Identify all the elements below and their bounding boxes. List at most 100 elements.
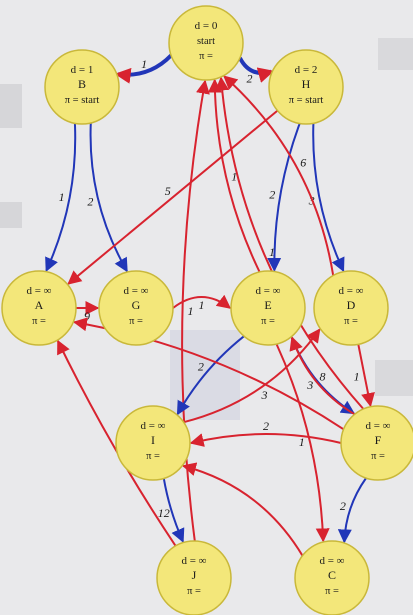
- node-circle: [168, 5, 244, 81]
- node-d-text: d = ∞: [338, 285, 363, 297]
- node-pi-text: π =: [199, 51, 213, 62]
- node-label-text: start: [197, 36, 215, 47]
- edge-weight-F-S: 1: [269, 245, 275, 259]
- node-G[interactable]: d = ∞Gπ =: [98, 270, 174, 346]
- node-J[interactable]: d = ∞Jπ =: [156, 540, 232, 615]
- node-pi-text: π =: [187, 586, 201, 597]
- node-pi-text: π =: [129, 316, 143, 327]
- node-circle: [156, 540, 232, 615]
- edge-J-A: [57, 339, 177, 547]
- edge-H-D: [312, 123, 345, 273]
- background-square: [0, 84, 22, 128]
- node-d-text: d = ∞: [365, 420, 390, 432]
- edge-weight-S-H: 2: [247, 72, 253, 86]
- node-label-text: J: [192, 568, 197, 582]
- edge-H-E: [267, 123, 301, 272]
- node-pi-text: π = start: [65, 95, 100, 106]
- edge-weight-E-S: 1: [231, 170, 237, 184]
- edge-weight-F-E: 8: [320, 370, 326, 384]
- edge-J-S: [181, 79, 210, 542]
- node-circle: [98, 270, 174, 346]
- edge-E-S: [207, 78, 261, 273]
- edge-weight-F-I: 2: [263, 419, 269, 433]
- node-circle: [44, 49, 120, 125]
- node-circle: [294, 540, 370, 615]
- node-circle: [268, 49, 344, 125]
- node-label-text: I: [151, 433, 155, 447]
- edge-weight-B-A: 1: [59, 190, 65, 204]
- edge-weight-E-F: 3: [306, 378, 313, 392]
- node-D[interactable]: d = ∞Dπ =: [313, 270, 389, 346]
- edge-E-I: [176, 335, 245, 416]
- edge-I-D: [183, 328, 321, 424]
- edge-G-E: [172, 294, 232, 309]
- node-d-text: d = 1: [71, 64, 94, 76]
- node-C[interactable]: d = ∞Cπ =: [294, 540, 370, 615]
- edge-D-F: [357, 344, 375, 408]
- node-label-text: F: [375, 433, 382, 447]
- edge-weight-I-D: 3: [261, 388, 268, 402]
- edge-S-H: [238, 56, 275, 83]
- node-d-text: d = ∞: [181, 555, 206, 567]
- node-circle: [230, 270, 306, 346]
- node-S[interactable]: d = 0 start π =: [168, 5, 244, 81]
- edge-weight-E-C: 1: [299, 435, 305, 449]
- edge-F-S: [215, 76, 365, 410]
- node-pi-text: π =: [371, 451, 385, 462]
- node-d-text: d = 2: [295, 64, 318, 76]
- edge-weight-D-S: 6: [300, 156, 306, 170]
- node-label-text: A: [35, 298, 44, 312]
- edge-B-G: [89, 122, 128, 273]
- node-label-text: D: [347, 298, 356, 312]
- node-d-text: d = ∞: [123, 285, 148, 297]
- node-pi-text: π =: [344, 316, 358, 327]
- node-circle: [313, 270, 389, 346]
- edge-weight-I-J: 12: [158, 506, 170, 520]
- edge-weight-H-A: 5: [165, 184, 171, 198]
- node-d-text: d = 0: [195, 20, 218, 32]
- edge-weight-B-G: 2: [87, 195, 93, 209]
- node-label-text: H: [302, 77, 311, 91]
- node-label-text: G: [132, 298, 141, 312]
- edge-weight-H-D: 3: [308, 193, 315, 207]
- node-pi-text: π =: [325, 586, 339, 597]
- edge-B-A: [45, 123, 77, 272]
- node-pi-text: π =: [32, 316, 46, 327]
- node-B[interactable]: d = 1Bπ = start: [44, 49, 120, 125]
- node-I[interactable]: d = ∞Iπ =: [115, 405, 191, 481]
- background-square: [0, 202, 22, 228]
- node-circle: [115, 405, 191, 481]
- node-circle: [1, 270, 77, 346]
- node-d-text: d = ∞: [319, 555, 344, 567]
- edge-F-E: [289, 336, 356, 416]
- edge-weight-H-E: 2: [269, 188, 275, 202]
- node-label-text: E: [264, 298, 271, 312]
- edge-D-S: [223, 75, 335, 276]
- background-square: [378, 38, 413, 70]
- node-H[interactable]: d = 2Hπ = start: [268, 49, 344, 125]
- edge-weight-S-B: 1: [141, 57, 147, 71]
- node-pi-text: π =: [146, 451, 160, 462]
- edge-F-I: [189, 433, 342, 447]
- node-d-text: d = ∞: [255, 285, 280, 297]
- background-square: [375, 360, 413, 396]
- node-label-text: B: [78, 77, 86, 91]
- edge-C-I: [181, 462, 304, 557]
- node-label-text: C: [328, 568, 336, 582]
- edge-H-A: [67, 109, 279, 285]
- edge-S-B: [114, 53, 173, 84]
- node-F[interactable]: d = ∞Fπ =: [340, 405, 413, 481]
- node-E[interactable]: d = ∞Eπ =: [230, 270, 306, 346]
- node-pi-text: π = start: [289, 95, 324, 106]
- edge-weight-J-S: 1: [188, 304, 194, 318]
- node-d-text: d = ∞: [26, 285, 51, 297]
- edge-weight-G-E: 1: [199, 298, 205, 312]
- edge-F-C: [337, 477, 367, 544]
- node-A[interactable]: d = ∞Aπ =: [1, 270, 77, 346]
- edge-weight-A-G: 9: [84, 309, 90, 323]
- edge-I-J: [162, 478, 185, 543]
- edge-weight-F-C: 2: [340, 499, 346, 513]
- node-pi-text: π =: [261, 316, 275, 327]
